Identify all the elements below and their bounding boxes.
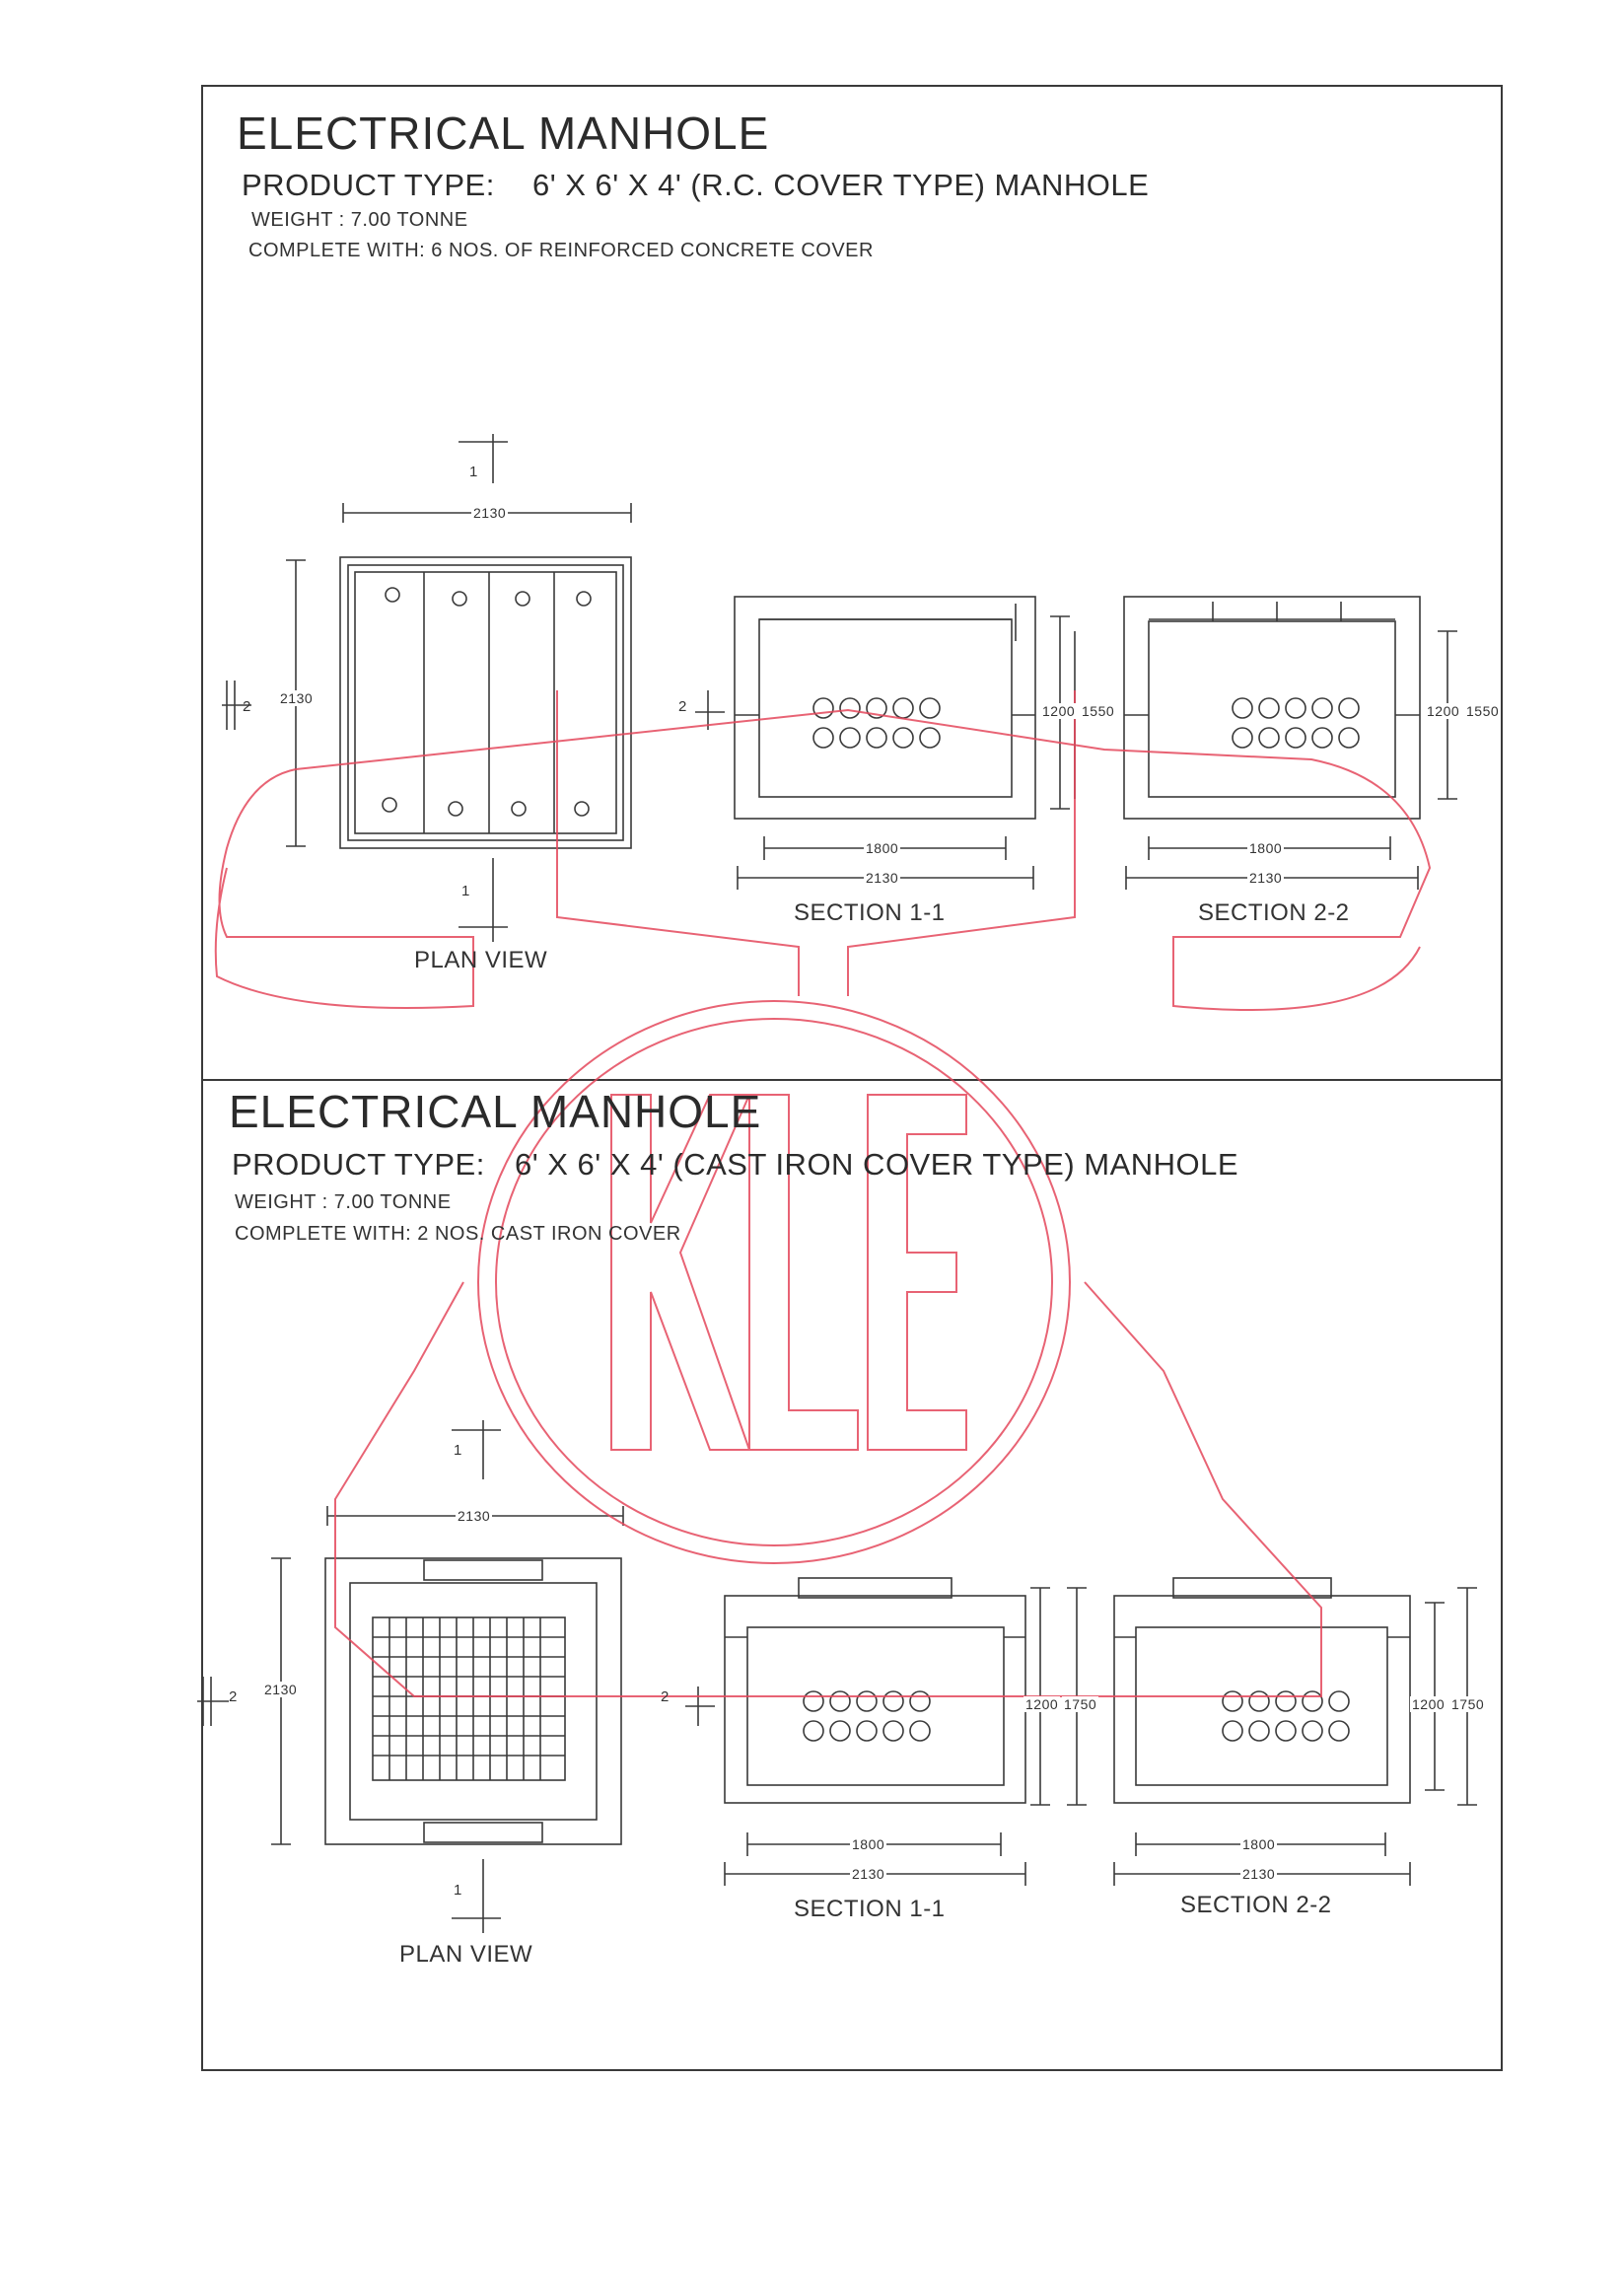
bottom-plan-view-label: PLAN VIEW	[399, 1941, 533, 1968]
bottom-s1-mark-2: 2	[661, 1688, 670, 1705]
bottom-plan-mark-1: 1	[454, 1442, 462, 1459]
bottom-section-2-label: SECTION 2-2	[1180, 1892, 1332, 1918]
top-s1-mark-2: 2	[678, 698, 687, 715]
top-plan-width-dim: 2130	[471, 505, 509, 521]
bottom-plan-height-dim: 2130	[262, 1682, 300, 1697]
bottom-complete-with: COMPLETE WITH: 2 NOS. CAST IRON COVER	[235, 1223, 681, 1245]
sheet-frame	[201, 85, 1503, 2071]
bottom-title: ELECTRICAL MANHOLE	[229, 1086, 762, 1137]
bottom-s1-dim-1800: 1800	[850, 1836, 887, 1852]
bottom-plan-mark-1b: 1	[454, 1882, 462, 1899]
top-s1-dim-1800: 1800	[864, 840, 901, 856]
bottom-section-2-2	[1113, 1577, 1477, 1886]
bottom-s2-dim-1800: 1800	[1240, 1836, 1278, 1852]
top-s1-dim-1200: 1200	[1040, 703, 1078, 719]
top-plan-mark-1b: 1	[461, 883, 470, 899]
bottom-plan-view	[197, 1420, 624, 1933]
bottom-plan-width-dim: 2130	[456, 1508, 493, 1524]
bottom-plan-mark-2: 2	[229, 1688, 238, 1705]
bottom-s1-dim-2130: 2130	[850, 1866, 887, 1882]
top-s2-dim-1800: 1800	[1247, 840, 1285, 856]
bottom-section-1-label: SECTION 1-1	[794, 1896, 946, 1922]
top-s1-dim-depth: 1550	[1080, 703, 1117, 719]
top-s2-conduit-holes	[1232, 697, 1360, 749]
top-s1-conduit-holes	[812, 697, 941, 749]
bottom-s2-dim-2130: 2130	[1240, 1866, 1278, 1882]
top-s2-dim-2130: 2130	[1247, 870, 1285, 886]
bottom-product-type-label: PRODUCT TYPE:	[232, 1147, 485, 1182]
top-plan-mark-1: 1	[469, 464, 478, 480]
top-plan-mark-2: 2	[243, 698, 251, 715]
top-product-type-label: PRODUCT TYPE:	[242, 168, 495, 202]
bottom-s1-dim-1200: 1200	[1023, 1696, 1061, 1712]
bottom-s2-dim-1200: 1200	[1410, 1696, 1447, 1712]
bottom-s2-dim-depth: 1750	[1449, 1696, 1487, 1712]
bottom-product-type: 6' X 6' X 4' (CAST IRON COVER TYPE) MANH…	[515, 1147, 1239, 1182]
top-weight: WEIGHT : 7.00 TONNE	[251, 209, 468, 231]
bottom-s2-conduit-holes	[1222, 1690, 1350, 1742]
bottom-s1-dim-depth: 1750	[1062, 1696, 1099, 1712]
top-section-1-label: SECTION 1-1	[794, 899, 946, 926]
top-section-1-1	[695, 596, 1076, 890]
bottom-weight: WEIGHT : 7.00 TONNE	[235, 1191, 452, 1213]
top-plan-view-label: PLAN VIEW	[414, 947, 548, 973]
top-plan-view	[222, 434, 632, 942]
bottom-s1-conduit-holes	[803, 1690, 931, 1742]
top-s1-dim-2130: 2130	[864, 870, 901, 886]
top-s2-dim-depth: 1550	[1464, 703, 1502, 719]
top-complete-with: COMPLETE WITH: 6 NOS. OF REINFORCED CONC…	[248, 240, 874, 261]
top-section-2-label: SECTION 2-2	[1198, 899, 1350, 926]
top-section-2-2	[1123, 596, 1457, 890]
kle-watermark-logo	[214, 690, 1432, 1697]
top-title: ELECTRICAL MANHOLE	[237, 108, 770, 159]
top-product-type: 6' X 6' X 4' (R.C. COVER TYPE) MANHOLE	[532, 168, 1150, 202]
top-plan-height-dim: 2130	[278, 690, 316, 706]
top-s2-dim-1200: 1200	[1425, 703, 1462, 719]
